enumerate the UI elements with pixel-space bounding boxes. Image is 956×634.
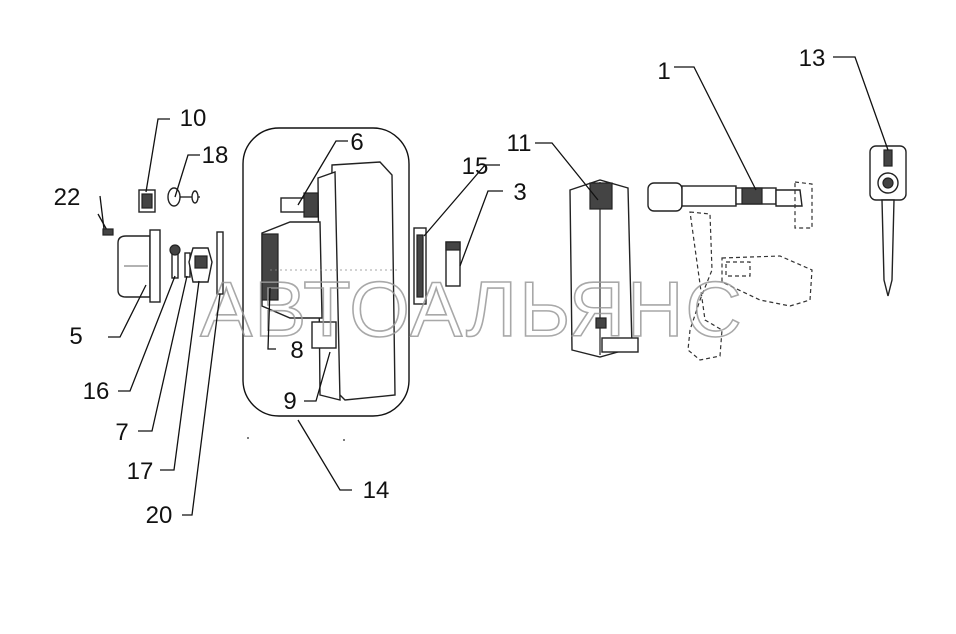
callout-9: 9 — [283, 388, 296, 415]
callout-22: 22 — [54, 184, 81, 211]
part-pin-16 — [169, 244, 181, 279]
callout-16: 16 — [83, 378, 110, 405]
callout-13: 13 — [799, 45, 826, 72]
callout-18: 18 — [202, 142, 229, 169]
callout-7: 7 — [115, 419, 128, 446]
callout-11: 11 — [507, 130, 532, 157]
callout-15: 15 — [462, 153, 489, 180]
callout-labels: 1 3 5 6 7 8 9 10 11 13 14 15 16 17 18 20… — [54, 45, 826, 529]
parts-drawing — [97, 127, 907, 441]
part-cap-5 — [117, 229, 161, 303]
leader-lines — [99, 56, 889, 516]
part-sleeve-3 — [445, 241, 461, 287]
callout-14: 14 — [363, 477, 390, 504]
part-nut-10 — [138, 189, 156, 213]
callout-10: 10 — [180, 105, 207, 132]
callout-8: 8 — [290, 337, 303, 364]
part-nut-17 — [188, 247, 213, 283]
callout-6: 6 — [350, 129, 363, 156]
callout-3: 3 — [513, 179, 526, 206]
part-screw-22 — [97, 213, 114, 236]
part-shaft-1 — [647, 181, 813, 361]
part-block-11 — [569, 179, 639, 358]
callout-17: 17 — [127, 458, 154, 485]
part-seal-15 — [413, 227, 427, 305]
callout-1: 1 — [657, 58, 670, 85]
callout-20: 20 — [146, 502, 173, 529]
part-washer-18 — [167, 187, 200, 207]
part-hub-assembly-14 — [242, 127, 410, 417]
callout-5: 5 — [69, 323, 82, 350]
part-lever-13 — [869, 145, 907, 297]
watermark-text: АВТОАЛЬЯНС — [200, 265, 744, 353]
